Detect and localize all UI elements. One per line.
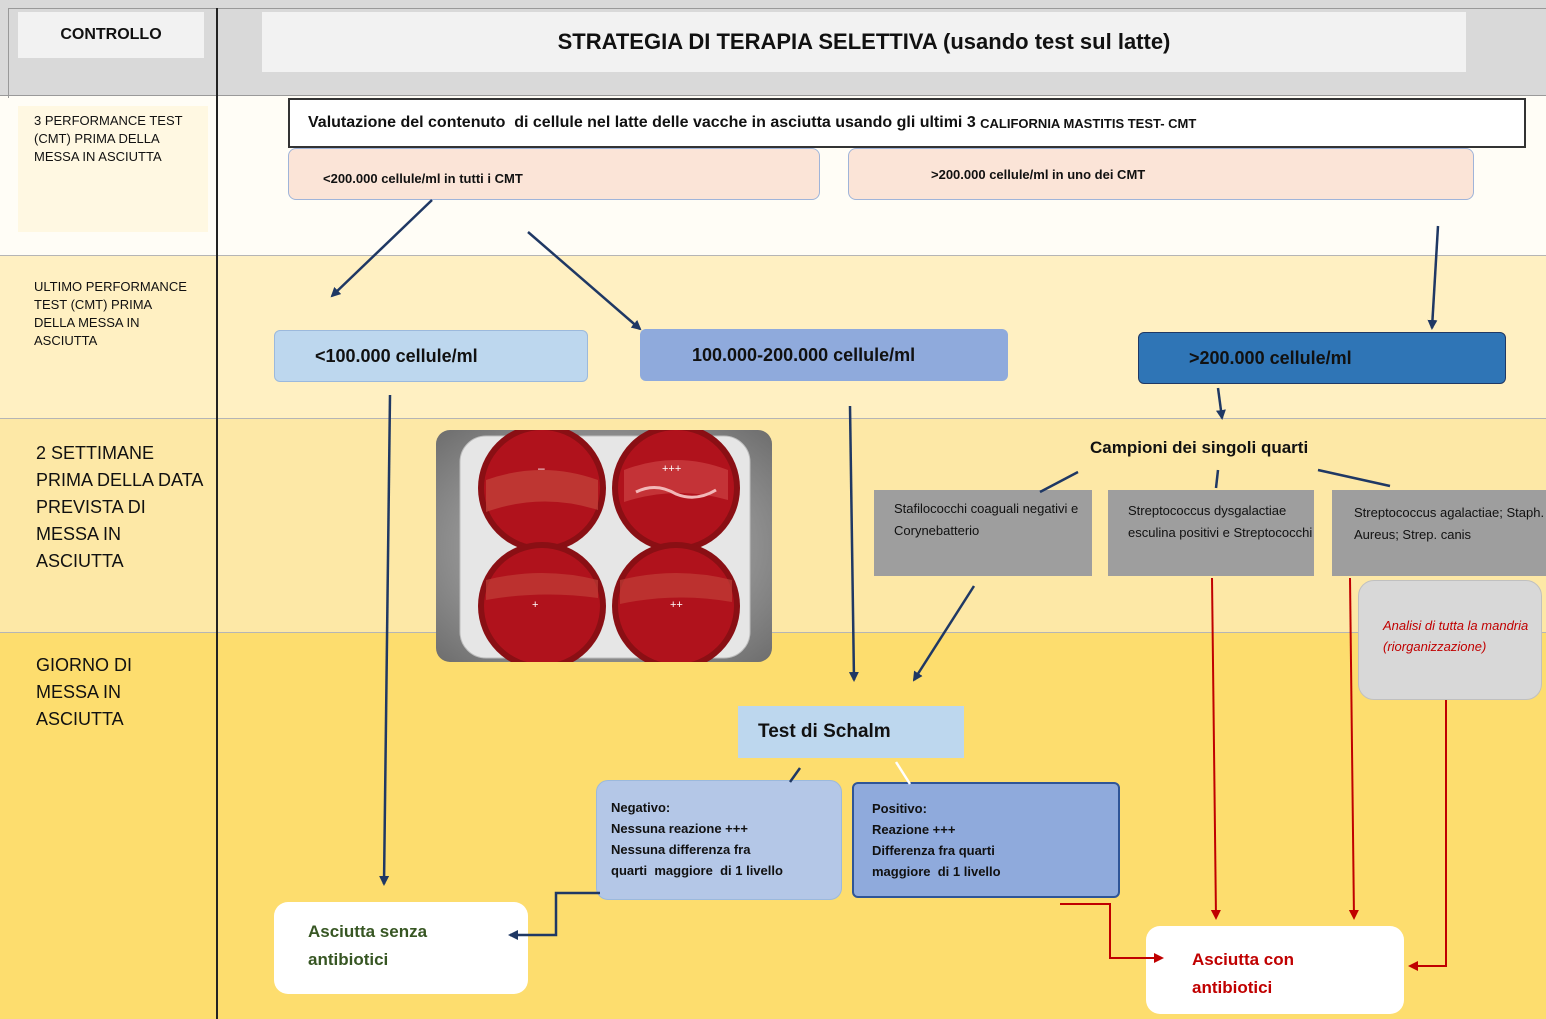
control-header: CONTROLLO — [18, 12, 204, 58]
plate-well-3 — [478, 542, 606, 662]
plate-well-1 — [478, 430, 606, 552]
row-label-4: GIORNO DI MESSA IN ASCIUTTA — [36, 655, 133, 729]
cell-count-low: <100.000 cellule/ml — [274, 330, 588, 382]
negative-line-3: Nessuna differenza fra — [611, 842, 751, 857]
row-band-3 — [0, 419, 1546, 633]
positive-line-3: Differenza fra quarti — [872, 843, 995, 858]
cmt-branch-low: <200.000 cellule/ml in tutti i CMT — [288, 148, 820, 200]
plate-mark-1: – — [538, 461, 545, 475]
positive-line-1: Positivo: — [872, 801, 927, 816]
plate-well-4 — [612, 542, 740, 662]
page-title: STRATEGIA DI TERAPIA SELETTIVA (usando t… — [262, 12, 1466, 72]
outcome-with-antibiotics: Asciutta con antibiotici — [1146, 926, 1404, 1014]
schalm-test-box: Test di Schalm — [738, 706, 964, 758]
negative-line-2: Nessuna reazione +++ — [611, 821, 748, 836]
evaluation-text-small: CALIFORNIA MASTITIS TEST- CMT — [980, 115, 1197, 131]
frame-top-line — [8, 8, 1546, 9]
positive-line-4: maggiore di 1 livello — [872, 864, 1001, 879]
frame-left-line — [8, 8, 9, 98]
evaluation-box: Valutazione del contenuto di cellule nel… — [288, 98, 1526, 148]
schalm-positive-box: Positivo: Reazione +++ Differenza fra qu… — [852, 782, 1120, 898]
pathogen-group-3: Streptococcus agalactiae; Staph. Aureus;… — [1332, 490, 1546, 576]
cell-count-mid: 100.000-200.000 cellule/ml — [640, 329, 1008, 381]
schalm-plate-photo: – +++ + ++ — [436, 430, 772, 662]
cmt-branch-high: >200.000 cellule/ml in uno dei CMT — [848, 148, 1474, 200]
pathogen-group-2: Streptococcus dysgalactiae esculina posi… — [1108, 490, 1314, 576]
plate-mark-3: + — [532, 599, 538, 611]
negative-line-4: quarti maggiore di 1 livello — [611, 863, 783, 878]
schalm-plate-image: – +++ + ++ — [436, 430, 772, 662]
plate-well-2 — [612, 430, 740, 552]
row-label-3: 2 SETTIMANE PRIMA DELLA DATA PREVISTA DI… — [36, 443, 203, 571]
plate-mark-4: ++ — [670, 599, 683, 611]
quarter-samples-title: Campioni dei singoli quarti — [1090, 438, 1309, 457]
outcome-without-antibiotics: Asciutta senza antibiotici — [274, 902, 528, 994]
row-label-2: ULTIMO PERFORMANCE TEST (CMT) PRIMA DELL… — [34, 279, 187, 348]
plate-mark-2: +++ — [662, 463, 681, 475]
evaluation-text: Valutazione del contenuto di cellule nel… — [308, 114, 981, 131]
outcome-no-line-2: antibiotici — [308, 950, 389, 969]
outcome-no-line-1: Asciutta senza — [308, 922, 428, 941]
positive-line-2: Reazione +++ — [872, 822, 956, 837]
herd-analysis-box: Analisi di tutta la mandria (riorganizza… — [1358, 580, 1542, 700]
negative-line-1: Negativo: — [611, 800, 671, 815]
outcome-yes-line-2: antibiotici — [1192, 978, 1273, 997]
schalm-negative-box: Negativo: Nessuna reazione +++ Nessuna d… — [596, 780, 842, 900]
row-label-1: 3 PERFORMANCE TEST (CMT) PRIMA DELLA MES… — [18, 106, 208, 232]
column-divider — [216, 8, 218, 1019]
outcome-yes-line-1: Asciutta con — [1192, 950, 1295, 969]
cell-count-high: >200.000 cellule/ml — [1138, 332, 1506, 384]
pathogen-group-1: Stafilococchi coaguali negativi e Coryne… — [874, 490, 1092, 576]
